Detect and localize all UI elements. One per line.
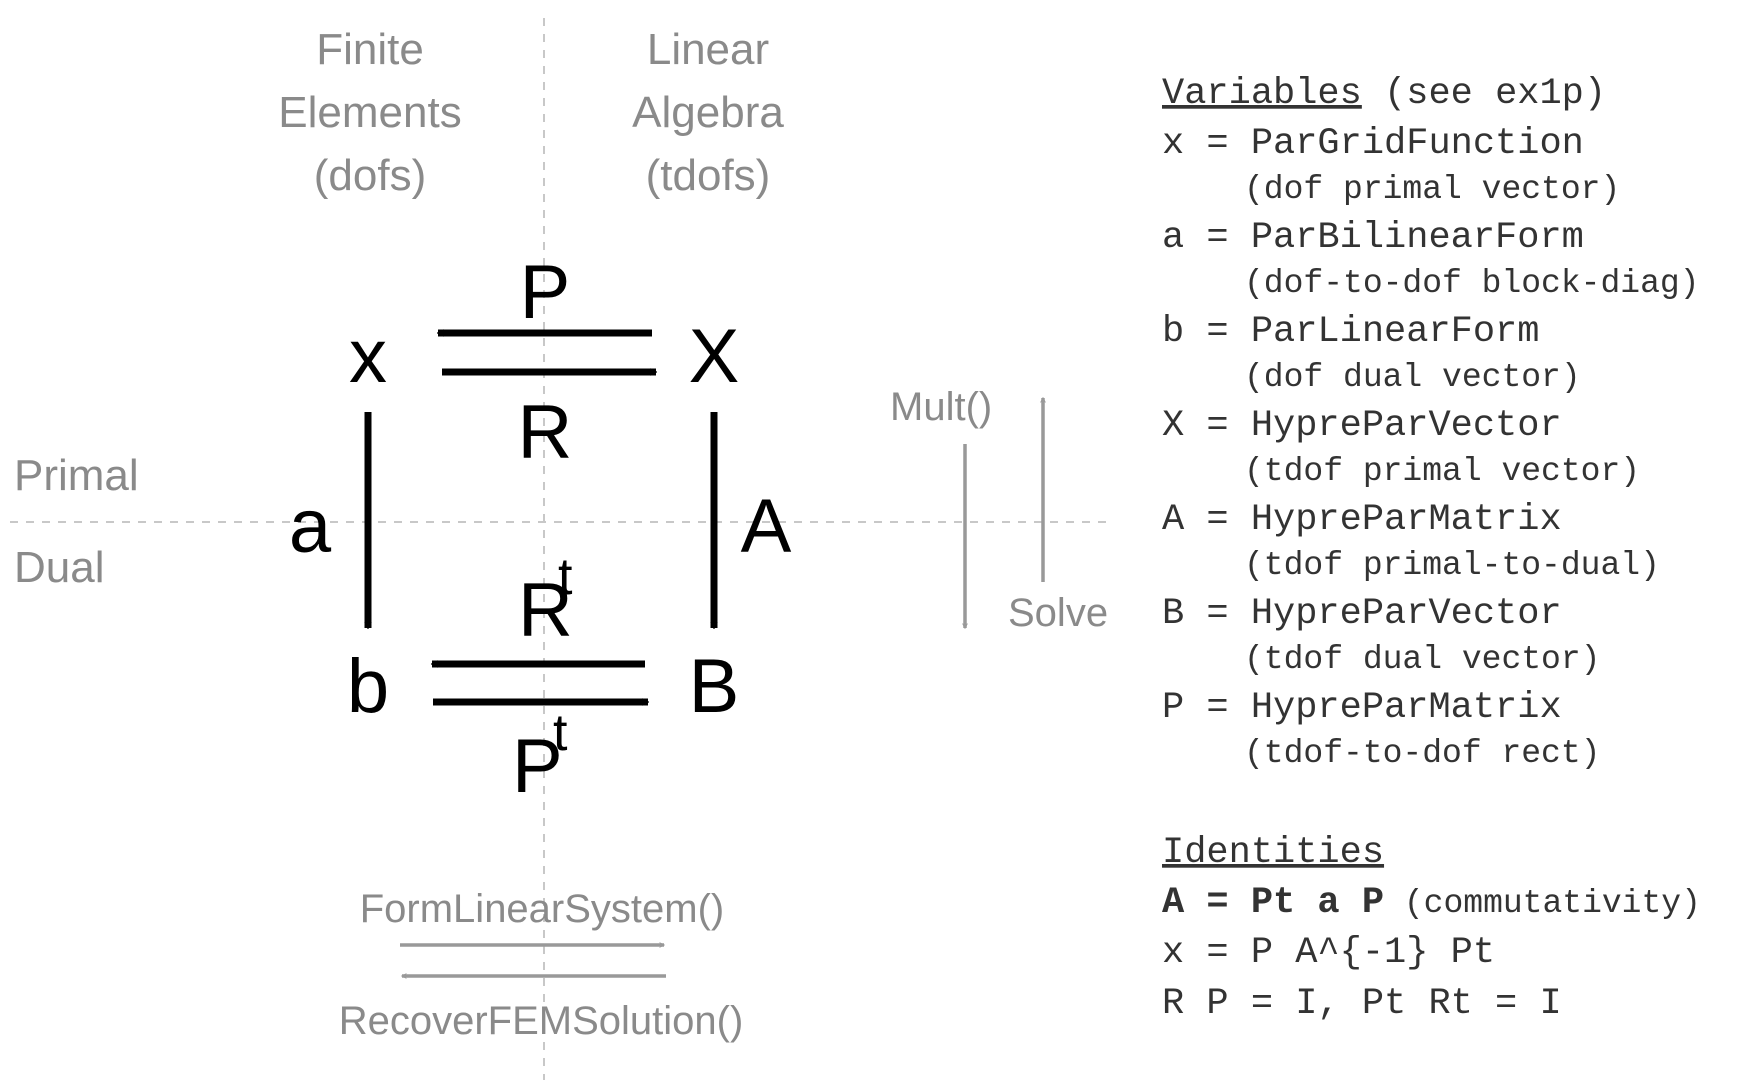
variables-panel: Variables (see ex1p) x = ParGridFunction… bbox=[1162, 73, 1699, 772]
variable-A-note: (tdof primal-to-dual) bbox=[1244, 547, 1660, 584]
variable-x-line: x = ParGridFunction bbox=[1162, 123, 1584, 165]
label-Rt-base: R bbox=[518, 568, 573, 653]
label-R: R bbox=[518, 390, 573, 475]
identity-restriction: R P = I, Pt Rt = I bbox=[1162, 983, 1562, 1025]
variable-a-note: (dof-to-dof block-diag) bbox=[1244, 265, 1699, 302]
variables-heading-note: (see ex1p) bbox=[1362, 73, 1606, 115]
label-a: a bbox=[289, 484, 332, 569]
label-solve: Solve bbox=[1008, 591, 1108, 635]
label-A: A bbox=[741, 484, 792, 569]
label-Pt-sup: t bbox=[553, 704, 568, 762]
identities-panel: Identities A = Pt a P (commutativity) x … bbox=[1162, 832, 1701, 1025]
label-recover-fem-solution: RecoverFEMSolution() bbox=[339, 999, 744, 1043]
label-Rt-sup: t bbox=[558, 548, 573, 606]
identity-commutativity: A = Pt a P (commutativity) bbox=[1162, 882, 1701, 924]
header-dofs: (dofs) bbox=[314, 151, 426, 200]
row-label-primal: Primal bbox=[14, 451, 139, 500]
header-elements: Elements bbox=[278, 88, 461, 137]
identity-commutativity-formula: A = Pt a P bbox=[1162, 882, 1384, 924]
node-X: X bbox=[689, 314, 740, 399]
variable-A-line: A = HypreParMatrix bbox=[1162, 499, 1562, 541]
label-mult: Mult() bbox=[890, 385, 992, 429]
node-B: B bbox=[689, 644, 740, 729]
row-label-dual: Dual bbox=[14, 543, 105, 592]
variable-X-line: X = HypreParVector bbox=[1162, 405, 1562, 447]
variable-b-note: (dof dual vector) bbox=[1244, 359, 1581, 396]
header-algebra: Algebra bbox=[632, 88, 784, 137]
identities-heading: Identities bbox=[1162, 832, 1384, 874]
variable-B-note: (tdof dual vector) bbox=[1244, 641, 1600, 678]
variable-a-line: a = ParBilinearForm bbox=[1162, 217, 1584, 259]
node-b: b bbox=[347, 644, 389, 729]
identity-inverse: x = P A^{-1} Pt bbox=[1162, 932, 1495, 974]
variable-b-line: b = ParLinearForm bbox=[1162, 311, 1539, 353]
variable-x-note: (dof primal vector) bbox=[1244, 171, 1620, 208]
label-form-linear-system: FormLinearSystem() bbox=[360, 887, 725, 931]
variable-B-line: B = HypreParVector bbox=[1162, 593, 1562, 635]
variable-P-line: P = HypreParMatrix bbox=[1162, 687, 1562, 729]
label-P: P bbox=[520, 250, 571, 335]
header-tdofs: (tdofs) bbox=[646, 151, 771, 200]
variables-heading: Variables bbox=[1162, 73, 1362, 115]
identity-commutativity-note: (commutativity) bbox=[1384, 885, 1701, 922]
variable-X-note: (tdof primal vector) bbox=[1244, 453, 1640, 490]
header-linear: Linear bbox=[647, 25, 769, 74]
label-Pt-base: P bbox=[512, 724, 563, 809]
variable-P-note: (tdof-to-dof rect) bbox=[1244, 735, 1600, 772]
variables-heading-line: Variables (see ex1p) bbox=[1162, 73, 1606, 115]
header-finite: Finite bbox=[316, 25, 424, 74]
node-x: x bbox=[349, 314, 387, 399]
